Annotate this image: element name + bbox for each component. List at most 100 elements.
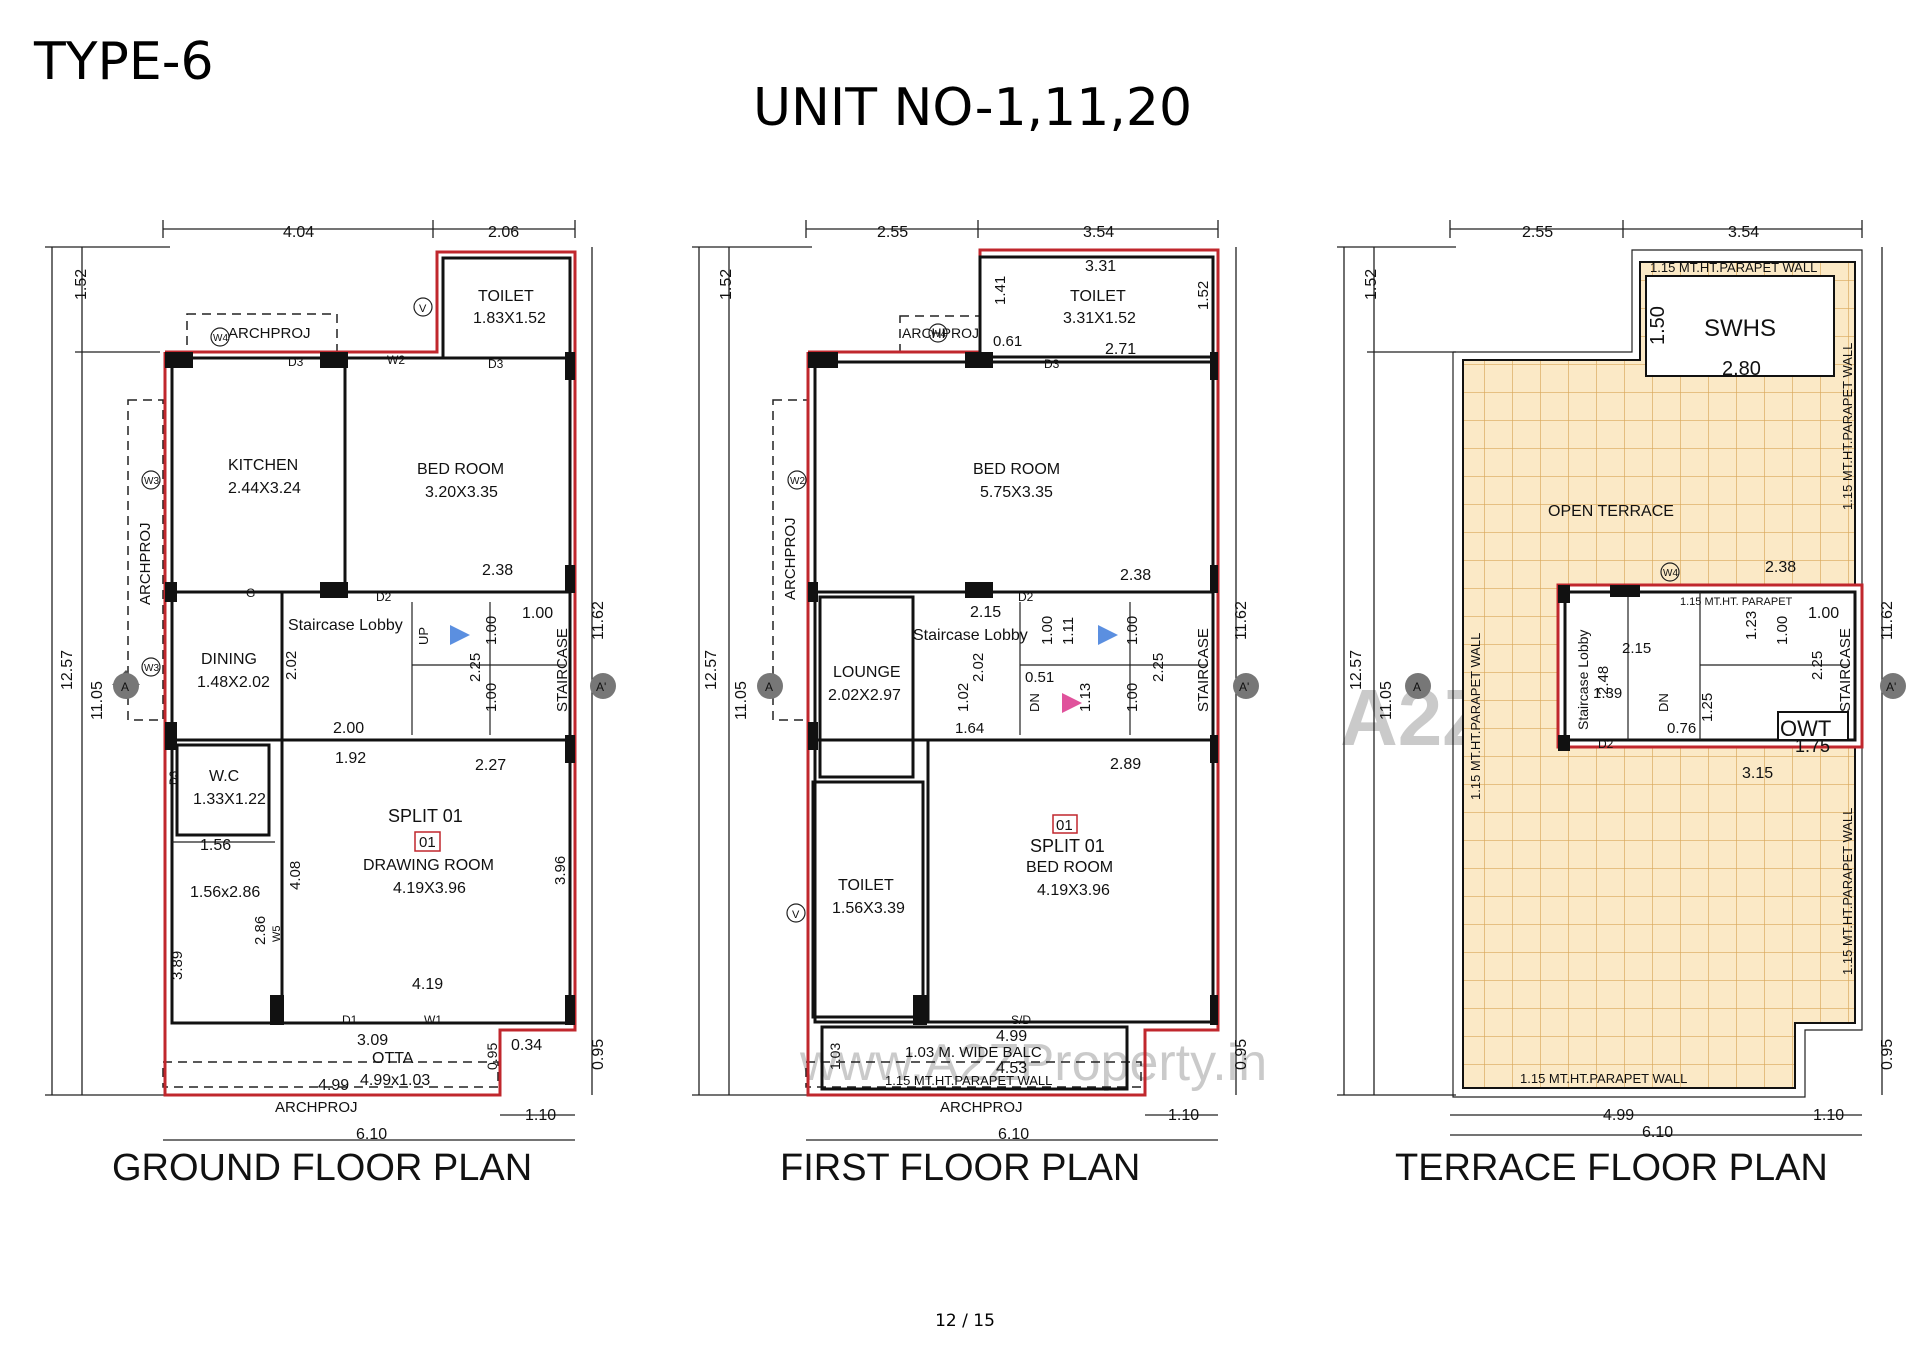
ff-balc-label: 1.03 M. WIDE BALC: [905, 1044, 1042, 1061]
ff-dim-bottom-right: 1.10: [1168, 1107, 1199, 1124]
gf-dim-otta-side: 0.34: [511, 1037, 542, 1054]
tf-dim-right-low: 0.95: [1879, 1039, 1896, 1070]
tf-dim-s8: 0.76: [1667, 720, 1696, 737]
gf-tag-a2: A': [596, 680, 606, 694]
tf-owt-label: OWT: [1780, 716, 1831, 741]
ff-dim-s4: 0.51: [1025, 669, 1054, 686]
ff-dim-s9: 2.25: [1150, 653, 1167, 682]
gf-tag-d1: D1: [342, 1013, 358, 1027]
ff-dim-balc-w: 4.99: [996, 1028, 1027, 1045]
gf-bed-label: BED ROOM: [417, 461, 504, 478]
tf-dim-top-b: 3.54: [1728, 224, 1759, 241]
ff-split-label: SPLIT 01: [1030, 836, 1105, 856]
gf-wc-dim: 1.33X1.22: [193, 791, 266, 808]
ff-dim-gap: 0.61: [993, 333, 1022, 350]
tf-dim-base-w: 4.99: [1603, 1107, 1634, 1124]
ff-bed2-dim: 4.19X3.96: [1037, 882, 1110, 899]
ff-dim-top-a: 2.55: [877, 224, 908, 241]
ff-lounge-label: LOUNGE: [833, 664, 901, 681]
gf-extra-dim: 1.56x2.86: [190, 884, 260, 901]
gf-tag-w3b: W3: [144, 663, 159, 674]
tf-parapet-top: 1.15 MT.HT.PARAPET WALL: [1650, 260, 1817, 275]
gf-dim-stair-h2: 1.00: [483, 683, 500, 712]
ff-dim-s10: 1.64: [955, 720, 984, 737]
gf-dim-lobby-w: 2.38: [482, 562, 513, 579]
ff-dim-balc-in: 4.53: [996, 1060, 1027, 1077]
gf-dim-left-inner: 11.05: [89, 681, 106, 720]
ff-tag-sd: S/D: [1011, 1013, 1031, 1027]
tf-parapet-r1: 1.15 MT.HT.PARAPET WALL: [1840, 343, 1855, 510]
gf-otta-label: OTTA: [372, 1050, 414, 1067]
gf-dim-top-b: 2.06: [488, 224, 519, 241]
gf-tag-v: V: [419, 303, 427, 315]
ff-title: FIRST FLOOR PLAN: [780, 1147, 1140, 1189]
tf-tag-w4: W4: [1663, 568, 1678, 579]
gf-dim-left-a: 1.52: [73, 269, 90, 300]
ground-floor-plan: 4.04 2.06 1.52 12.57 11.05 11.62 0.95 AR…: [45, 220, 616, 1189]
tf-dim-s7: 1.25: [1699, 693, 1716, 722]
type-label: TYPE-6: [34, 32, 214, 92]
ff-tag-a2: A': [1239, 680, 1249, 694]
gf-up-label: UP: [416, 627, 431, 645]
gf-dim-otta-w: 3.09: [357, 1032, 388, 1049]
ff-dim-toilet-bottom: 2.71: [1105, 341, 1136, 358]
gf-dim-otta-h: 0.95: [484, 1043, 500, 1070]
page-number: 12 / 15: [935, 1311, 995, 1331]
ff-dim-right-total: 11.62: [1233, 601, 1250, 640]
gf-bed-dim: 3.20X3.35: [425, 484, 498, 501]
ff-dim-s8: 1.00: [1124, 683, 1141, 712]
gf-dim-left-total: 12.57: [59, 650, 76, 690]
gf-dim-wc-w: 1.56: [200, 837, 231, 854]
gf-dim-stair-mid: 2.25: [467, 653, 484, 682]
gf-dim-total-w: 6.10: [356, 1126, 387, 1143]
gf-kitchen-dim: 2.44X3.24: [228, 480, 301, 497]
gf-toilet-dim: 1.83X1.52: [473, 310, 546, 327]
gf-tag-d3b: D3: [488, 357, 504, 371]
ff-archproj-bottom: ARCHPROJ: [940, 1099, 1023, 1116]
gf-dim-drawing-bottom: 4.19: [412, 976, 443, 993]
ff-dn-label: DN: [1027, 693, 1042, 712]
tf-parapet-bottom: 1.15 MT.HT.PARAPET WALL: [1520, 1071, 1687, 1086]
unit-label: UNIT NO-1,11,20: [752, 78, 1193, 138]
gf-dim-stair-h: 1.00: [483, 616, 500, 645]
terrace-floor-plan: 2.55 3.54 1.52 12.57 11.05 11.62 0.95 SW…: [1337, 220, 1906, 1189]
ff-staircase-label: STAIRCASE: [1195, 628, 1212, 712]
ff-toilet-label: TOILET: [1070, 288, 1126, 305]
ff-dim-balc-h: 1.03: [827, 1043, 843, 1070]
ff-lobby-label: Staircase Lobby: [913, 627, 1028, 644]
gf-staircase-label: STAIRCASE: [554, 628, 571, 712]
gf-title: GROUND FLOOR PLAN: [112, 1147, 532, 1189]
gf-tag-d2: D2: [376, 590, 392, 604]
ff-dim-left-total: 12.57: [703, 650, 720, 690]
gf-tag-d3: D3: [288, 355, 304, 369]
tf-dim-lobby-w: 2.38: [1765, 559, 1796, 576]
ff-dim-toilet-w: 3.31: [1085, 258, 1116, 275]
ff-tag-d3: D3: [1044, 357, 1060, 371]
tf-dim-left-total: 12.57: [1348, 650, 1365, 690]
ff-archproj-top: ARCHPROJ: [902, 325, 979, 341]
tf-dim-s9: 2.25: [1809, 651, 1826, 680]
gf-wc-label: W.C: [209, 768, 239, 785]
tf-dn-label: DN: [1656, 693, 1671, 712]
ff-archproj-left: ARCHPROJ: [782, 517, 799, 600]
gf-dim-lobby-bottom: 2.00: [333, 720, 364, 737]
gf-archproj-top: ARCHPROJ: [228, 325, 311, 342]
ff-dim-s3: 1.00: [1124, 616, 1141, 645]
gf-dim-stair-w: 1.00: [522, 605, 553, 622]
ff-dim-toilet-side: 1.52: [1195, 281, 1212, 310]
watermark-site: www.A2ZProperty.in: [799, 1034, 1267, 1092]
ff-tag-w2: W2: [790, 476, 805, 487]
tf-staircase-label: STAIRCASE: [1837, 628, 1854, 712]
gf-dim-top-a: 4.04: [283, 224, 314, 241]
ff-dim-left-inner: 11.05: [733, 681, 750, 720]
ff-toilet2-label: TOILET: [838, 877, 894, 894]
tf-dim-s2: 1.23: [1743, 611, 1760, 640]
tf-dim-total-w: 6.10: [1642, 1124, 1673, 1141]
gf-archproj-bottom: ARCHPROJ: [275, 1099, 358, 1116]
ff-dim-left-a: 1.52: [718, 269, 735, 300]
gf-dining-label: DINING: [201, 651, 257, 668]
ff-toilet-dim: 3.31X1.52: [1063, 310, 1136, 327]
tf-lobby-label: Staircase Lobby: [1575, 630, 1591, 730]
tf-tag-d2: D2: [1598, 737, 1614, 751]
